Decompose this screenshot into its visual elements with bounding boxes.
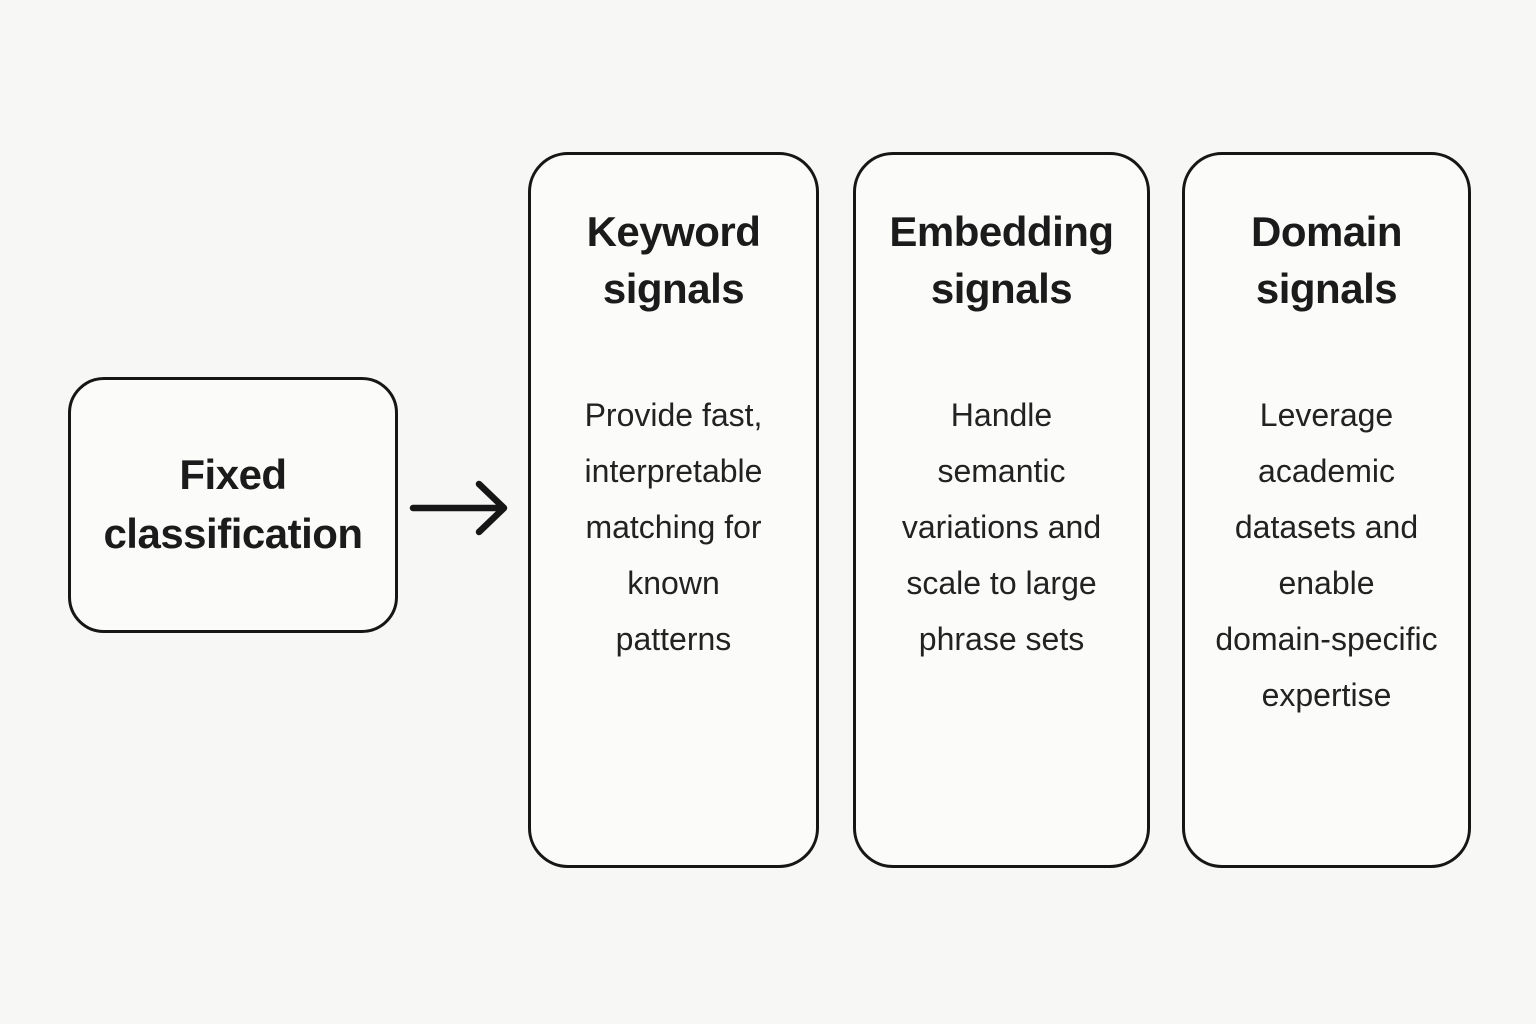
card-embedding-signals: Embedding signals Handle semantic variat… [853, 152, 1150, 868]
right-arrow-icon [409, 480, 508, 536]
card-title: Domain signals [1250, 208, 1403, 313]
source-node-label: Fixed classification [103, 451, 363, 557]
card-body: Handle semantic variations and scale to … [901, 397, 1102, 658]
card-body: Leverage academic datasets and enable do… [1215, 397, 1438, 714]
card-body: Provide fast, interpretable matching for… [584, 397, 763, 658]
card-title: Embedding signals [889, 208, 1114, 313]
source-node-fixed-classification: Fixed classification [68, 377, 398, 633]
card-title: Keyword signals [586, 208, 761, 313]
card-keyword-signals: Keyword signals Provide fast, interpreta… [528, 152, 819, 868]
card-domain-signals: Domain signals Leverage academic dataset… [1182, 152, 1471, 868]
